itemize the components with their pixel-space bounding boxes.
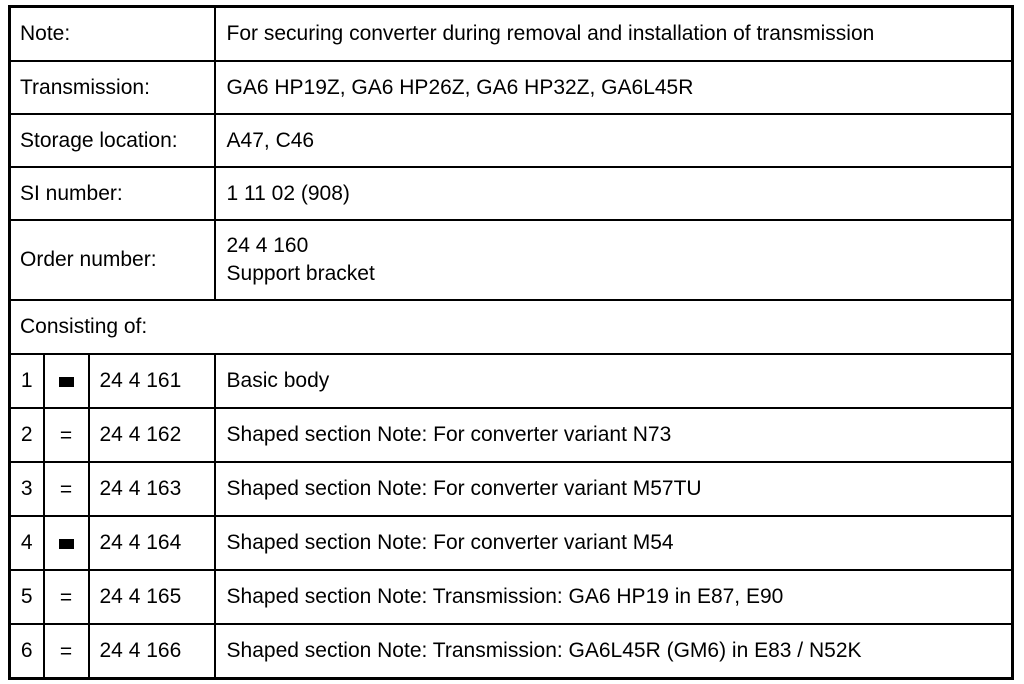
item-symbol — [42, 353, 90, 409]
order-number-lines: 24 4 160 Support bracket — [227, 232, 1002, 287]
order-number-part-name: Support bracket — [226, 262, 375, 285]
item-symbol: = — [42, 569, 90, 625]
row-label-transmission: Transmission: — [8, 60, 216, 115]
row-label-si-number: SI number: — [8, 166, 216, 221]
filled-block-icon — [58, 538, 74, 549]
item-index: 3 — [8, 461, 45, 517]
equals-icon: = — [59, 586, 73, 610]
equals-icon: = — [59, 478, 73, 502]
row-value-transmission: GA6 HP19Z, GA6 HP26Z, GA6 HP32Z, GA6L45R — [213, 60, 1014, 115]
row-value-si-number: 1 11 02 (908) — [213, 166, 1014, 221]
table-row-storage-location: Storage location: A47, C46 — [8, 113, 1014, 168]
equals-icon: = — [59, 424, 73, 448]
item-description: Shaped section Note: For converter varia… — [213, 515, 1014, 571]
row-label-storage-location: Storage location: — [8, 113, 216, 168]
table-row-note: Note: For securing converter during remo… — [8, 5, 1014, 62]
table-row-order-number: Order number: 24 4 160 Support bracket — [8, 219, 1014, 301]
item-description: Shaped section Note: Transmission: GA6L4… — [213, 623, 1014, 680]
item-index: 6 — [8, 623, 45, 680]
table-row-transmission: Transmission: GA6 HP19Z, GA6 HP26Z, GA6 … — [8, 60, 1014, 115]
equals-icon: = — [59, 640, 73, 664]
table-row: 3 = 24 4 163 Shaped section Note: For co… — [8, 461, 1014, 517]
item-part-number: 24 4 162 — [87, 407, 216, 463]
item-symbol — [42, 515, 90, 571]
item-symbol: = — [42, 461, 90, 517]
row-label-order-number: Order number: — [8, 219, 216, 301]
item-index: 1 — [8, 353, 45, 409]
item-part-number: 24 4 164 — [87, 515, 216, 571]
table-row-consisting-of: Consisting of: — [8, 299, 1014, 355]
table-row: 4 24 4 164 Shaped section Note: For conv… — [8, 515, 1014, 571]
item-description: Shaped section Note: For converter varia… — [213, 407, 1014, 463]
item-index: 2 — [8, 407, 45, 463]
consisting-of-label: Consisting of: — [8, 299, 1014, 355]
item-description: Basic body — [213, 353, 1014, 409]
order-number-value: 24 4 160 — [226, 234, 309, 258]
special-tool-table: Note: For securing converter during remo… — [8, 5, 1014, 680]
table-row: 6 = 24 4 166 Shaped section Note: Transm… — [8, 623, 1014, 680]
item-index: 5 — [8, 569, 45, 625]
table-row: 5 = 24 4 165 Shaped section Note: Transm… — [8, 569, 1014, 625]
item-description: Shaped section Note: Transmission: GA6 H… — [213, 569, 1014, 625]
row-value-storage-location: A47, C46 — [213, 113, 1014, 168]
item-part-number: 24 4 163 — [87, 461, 216, 517]
table-row: 1 24 4 161 Basic body — [8, 353, 1014, 409]
row-value-order-number: 24 4 160 Support bracket — [213, 219, 1014, 301]
table-row-si-number: SI number: 1 11 02 (908) — [8, 166, 1014, 221]
item-index: 4 — [8, 515, 45, 571]
item-part-number: 24 4 165 — [87, 569, 216, 625]
item-description: Shaped section Note: For converter varia… — [213, 461, 1014, 517]
filled-block-icon — [58, 376, 74, 387]
item-symbol: = — [42, 407, 90, 463]
row-label-note: Note: — [8, 5, 216, 62]
item-part-number: 24 4 161 — [87, 353, 216, 409]
item-part-number: 24 4 166 — [87, 623, 216, 680]
table-row: 2 = 24 4 162 Shaped section Note: For co… — [8, 407, 1014, 463]
item-symbol: = — [42, 623, 90, 680]
row-value-note: For securing converter during removal an… — [213, 5, 1014, 62]
